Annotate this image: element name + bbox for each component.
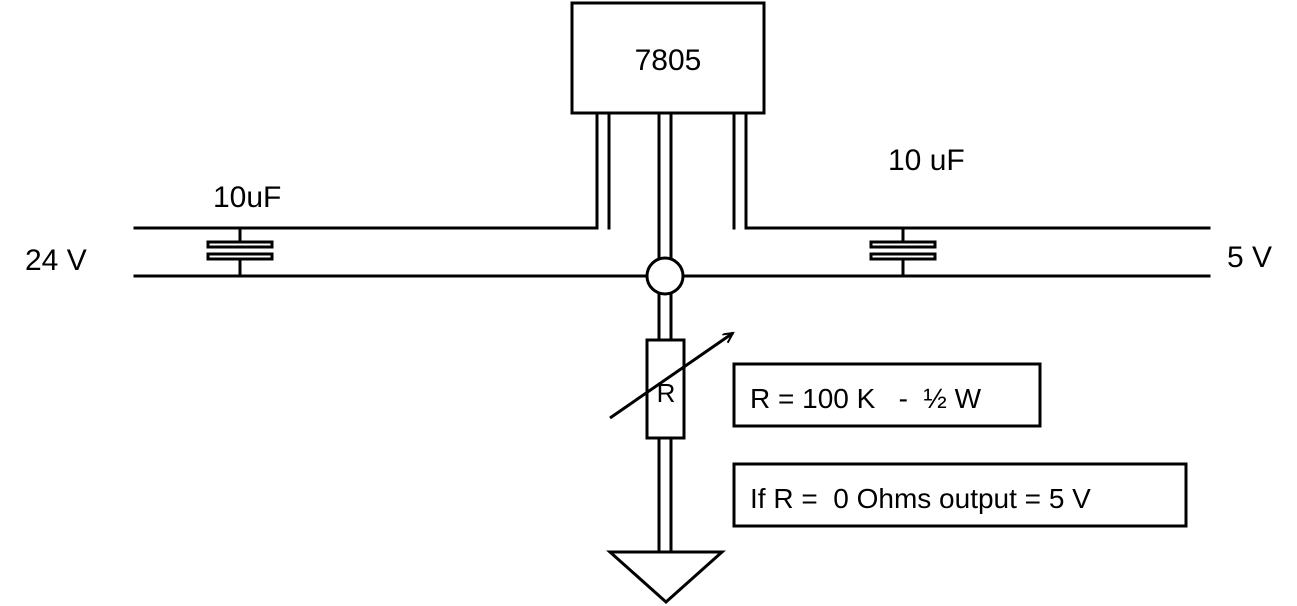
- input-capacitor-label: 10uF: [213, 181, 281, 214]
- resistor-spec-box: [732, 362, 1042, 428]
- ground-symbol: [606, 550, 726, 605]
- input-capacitor-plate-bottom: [206, 252, 274, 261]
- zero-ohm-note-box: [732, 462, 1188, 528]
- zero-ohm-note-text: If R = 0 Ohms output = 5 V: [750, 483, 1091, 514]
- regulator-label: 7805: [635, 44, 702, 77]
- resistor-label: R: [657, 378, 676, 408]
- variable-resistor-body: [645, 338, 686, 440]
- resistor-spec-text: R = 100 K - ½ W: [750, 383, 982, 414]
- output-capacitor-plate-bottom: [869, 252, 937, 261]
- junction-node: [645, 256, 685, 296]
- input-capacitor-plate-top: [206, 240, 274, 249]
- output-voltage-label: 5 V: [1227, 241, 1272, 274]
- output-top-rail: [744, 111, 1211, 230]
- output-capacitor-plate-top: [869, 240, 937, 249]
- input-top-rail: [133, 111, 599, 230]
- input-voltage-label: 24 V: [25, 244, 87, 277]
- output-capacitor-label: 10 uF: [888, 144, 965, 177]
- regulator-7805-box: [570, 1, 766, 115]
- variable-resistor-arrow: [609, 333, 733, 420]
